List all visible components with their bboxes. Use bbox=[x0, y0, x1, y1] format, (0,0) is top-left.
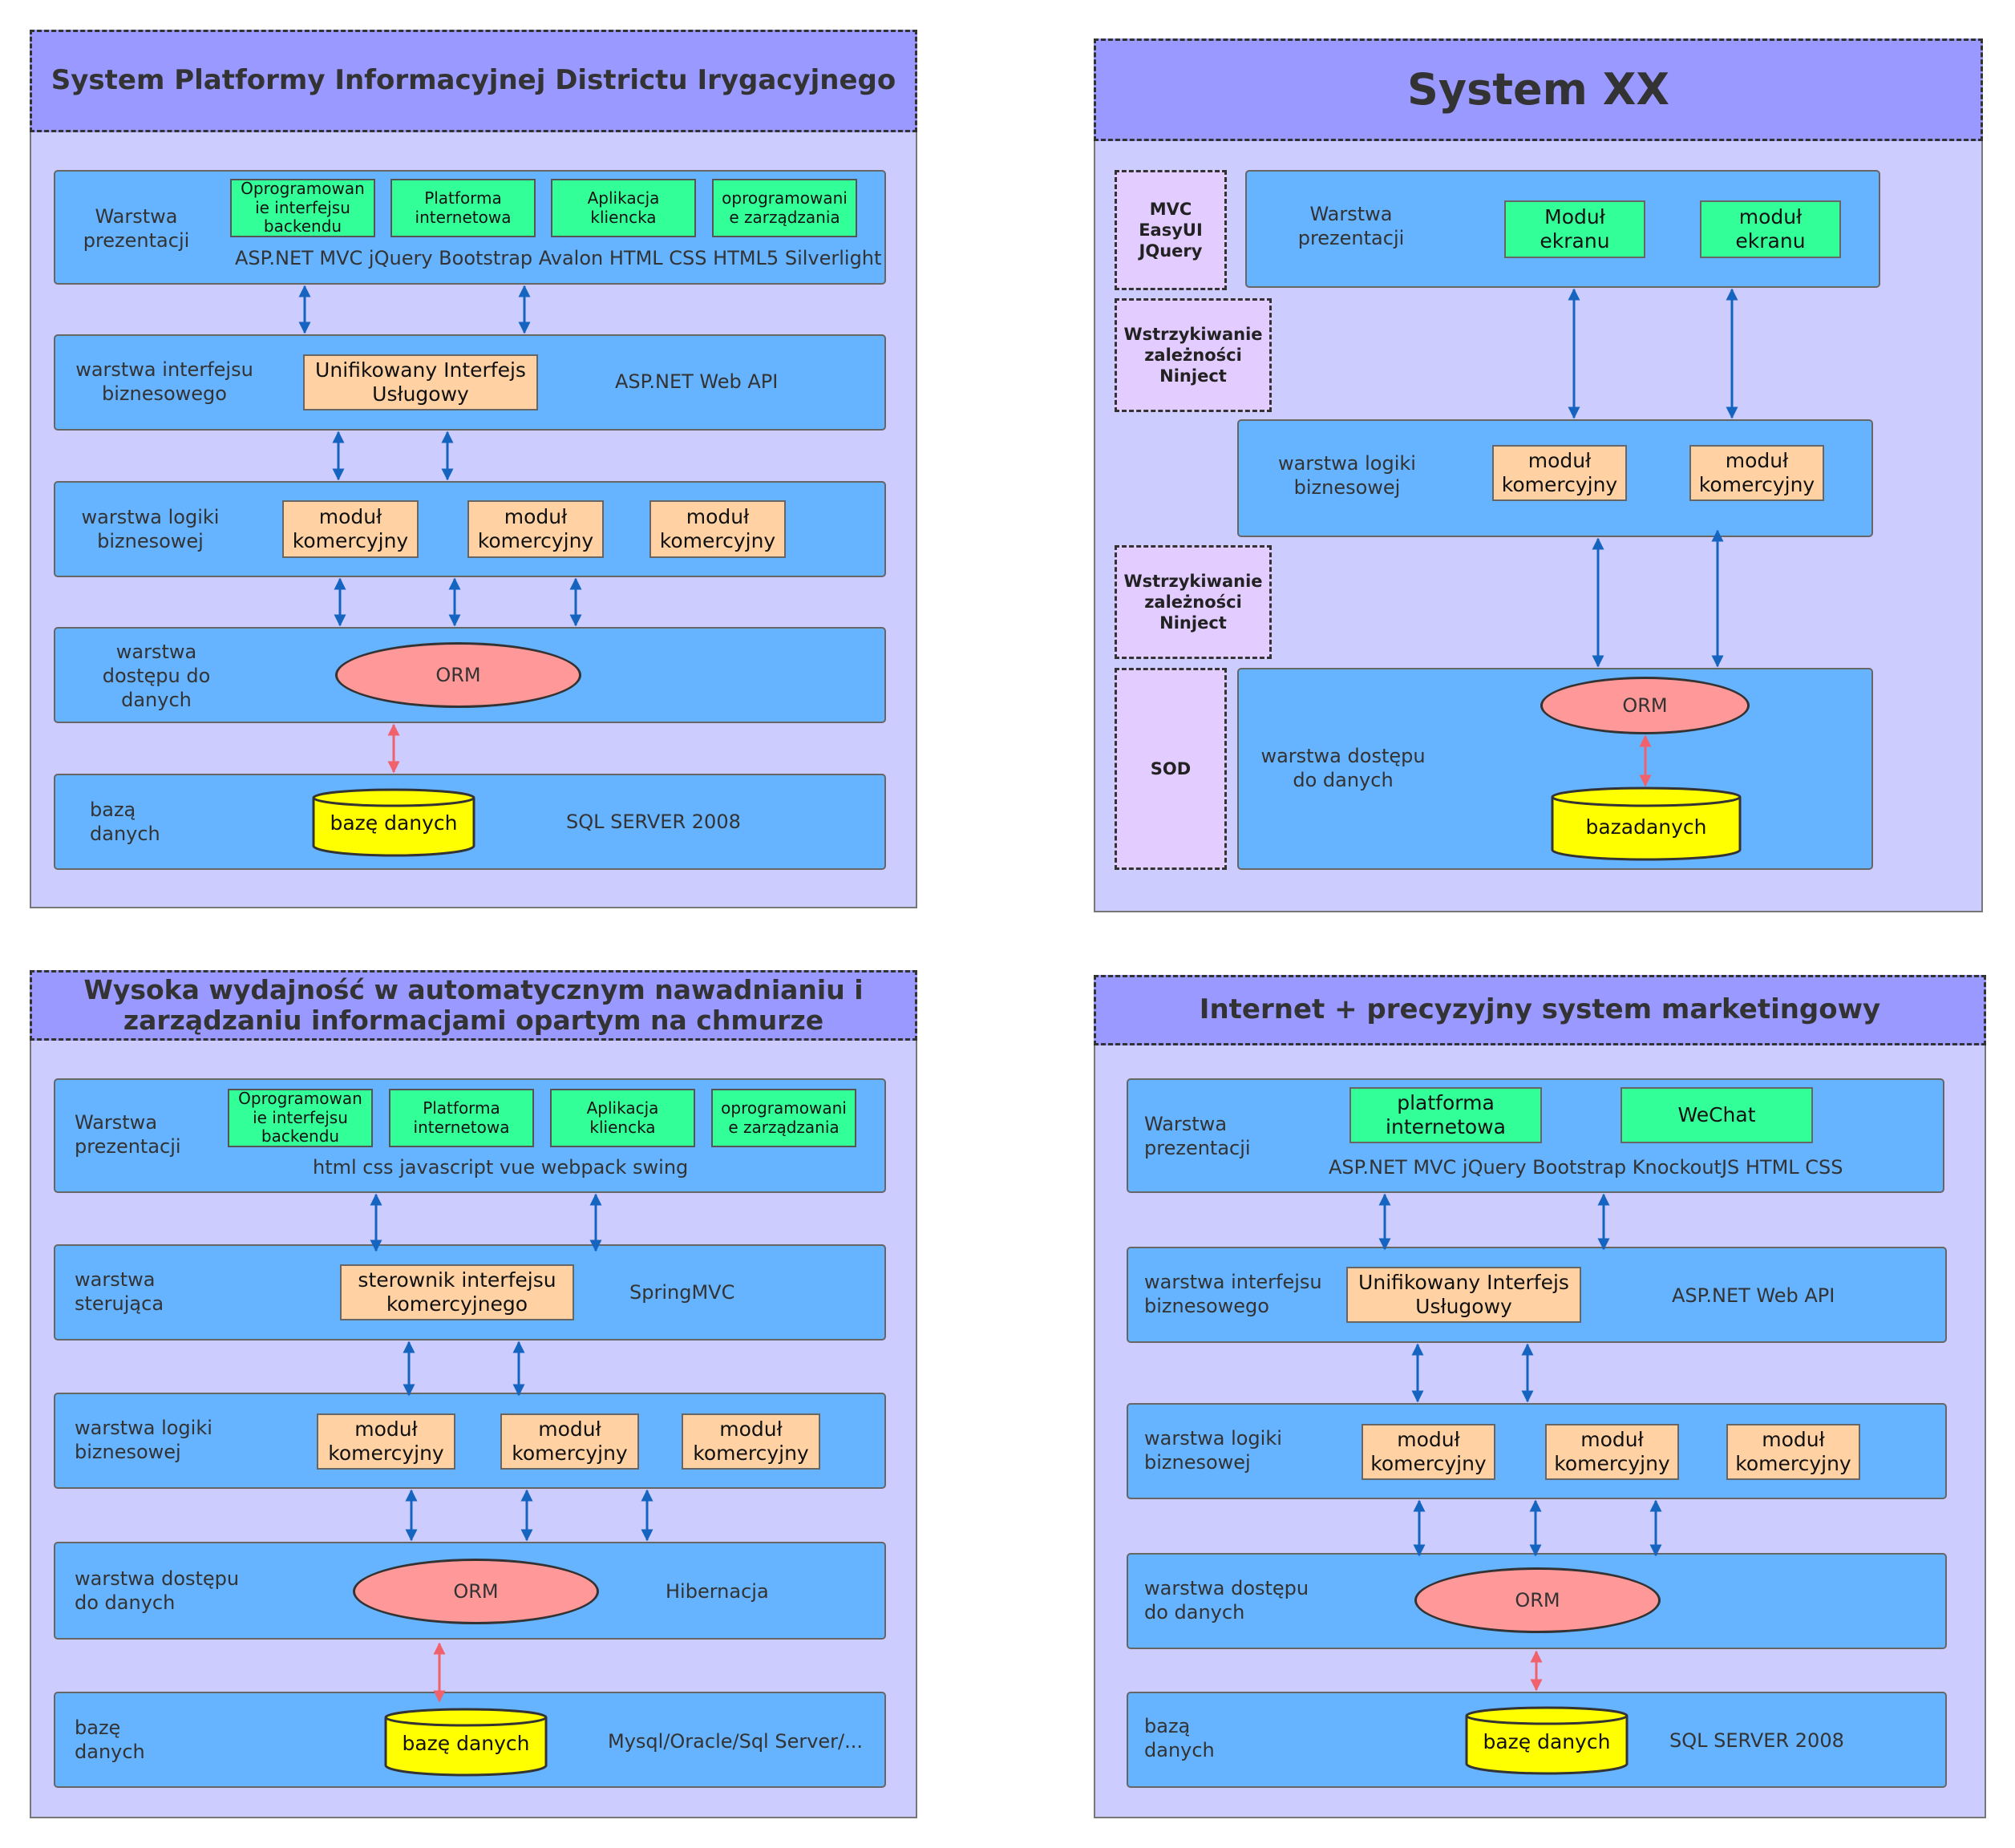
bl-app-backend: Oprogramowan ie interfejsu backendu bbox=[228, 1089, 373, 1147]
tr-side-mvc: MVC EasyUI JQuery bbox=[1115, 170, 1227, 290]
bl-data-tech: Hibernacja bbox=[666, 1580, 769, 1603]
tl-app-backend: Oprogramowan ie interfejsu backendu bbox=[230, 179, 375, 237]
tr-module-2: moduł komercyjny bbox=[1689, 445, 1824, 501]
tr-side-di-2: Wstrzykiwanie zależności Ninject bbox=[1115, 545, 1272, 659]
panel-tr-title: System XX bbox=[1094, 38, 1983, 141]
tr-screen-2: moduł ekranu bbox=[1700, 200, 1841, 258]
tl-app-web: Platforma internetowa bbox=[390, 179, 536, 237]
tl-module-3: moduł komercyjny bbox=[649, 500, 786, 558]
br-app-web: platforma internetowa bbox=[1349, 1087, 1542, 1143]
tl-interface-label: warstwa interfejsu biznesowego bbox=[75, 358, 253, 405]
br-interface-box: Unifikowany Interfejs Usługowy bbox=[1346, 1267, 1581, 1323]
bl-app-web: Platforma internetowa bbox=[389, 1089, 534, 1147]
tr-db-text: bazadanych bbox=[1585, 815, 1707, 839]
br-db-label: bazą danych bbox=[1144, 1715, 1215, 1761]
tr-logic-label: warstwa logiki biznesowej bbox=[1278, 452, 1416, 499]
bl-presentation-label: Warstwa prezentacji bbox=[75, 1111, 181, 1158]
tl-app-client: Aplikacja kliencka bbox=[551, 179, 696, 237]
panel-br-title: Internet + precyzyjny system marketingow… bbox=[1094, 975, 1986, 1045]
tr-presentation-label: Warstwa prezentacji bbox=[1297, 203, 1405, 249]
tr-database-cylinder bbox=[1551, 787, 1742, 861]
tl-interface-layer bbox=[54, 334, 886, 431]
br-db-text: bazę danych bbox=[1483, 1730, 1611, 1753]
br-app-wechat: WeChat bbox=[1620, 1087, 1813, 1143]
bl-db-tech: Mysql/Oracle/Sql Server/... bbox=[608, 1730, 864, 1753]
panel-tl-title: System Platformy Informacyjnej Districtu… bbox=[30, 30, 917, 132]
bl-app-client: Aplikacja kliencka bbox=[550, 1089, 695, 1147]
tl-orm: ORM bbox=[335, 642, 581, 708]
br-database-cylinder bbox=[1465, 1706, 1629, 1775]
bl-presentation-tech: html css javascript vue webpack swing bbox=[313, 1156, 689, 1179]
tl-db-text: bazę danych bbox=[330, 811, 458, 835]
bl-module-3: moduł komercyjny bbox=[682, 1413, 820, 1470]
br-presentation-label: Warstwa prezentacji bbox=[1144, 1113, 1251, 1159]
tl-module-2: moduł komercyjny bbox=[467, 500, 604, 558]
tr-data-label: warstwa dostępu do danych bbox=[1260, 745, 1426, 791]
br-interface-label: warstwa interfejsu biznesowego bbox=[1144, 1271, 1322, 1317]
bl-module-2: moduł komercyjny bbox=[500, 1413, 639, 1470]
bl-app-management: oprogramowani e zarządzania bbox=[711, 1089, 856, 1147]
tl-db-tech: SQL SERVER 2008 bbox=[566, 811, 741, 833]
bl-control-label: warstwa sterująca bbox=[75, 1268, 164, 1315]
bl-db-text: bazę danych bbox=[402, 1732, 530, 1755]
bl-control-box: sterownik interfejsu komercyjnego bbox=[340, 1264, 574, 1320]
tl-presentation-label: Warstwa prezentacji bbox=[83, 205, 190, 252]
tr-screen-1: Moduł ekranu bbox=[1504, 200, 1645, 258]
tr-orm: ORM bbox=[1540, 677, 1750, 734]
br-logic-label: warstwa logiki biznesowej bbox=[1144, 1427, 1282, 1474]
tl-logic-label: warstwa logiki biznesowej bbox=[81, 506, 220, 552]
bl-database-cylinder bbox=[384, 1708, 548, 1777]
tl-app-management: oprogramowani e zarządzania bbox=[712, 179, 857, 237]
br-interface-tech: ASP.NET Web API bbox=[1672, 1284, 1835, 1307]
tr-side-di-1: Wstrzykiwanie zależności Ninject bbox=[1115, 298, 1272, 412]
tr-side-sod: SOD bbox=[1115, 668, 1227, 870]
bl-module-1: moduł komercyjny bbox=[317, 1413, 455, 1470]
tl-data-label: warstwa dostępu do danych bbox=[102, 640, 211, 711]
tl-presentation-tech: ASP.NET MVC jQuery Bootstrap Avalon HTML… bbox=[235, 247, 882, 269]
tl-module-1: moduł komercyjny bbox=[282, 500, 419, 558]
bl-db-label: bazę danych bbox=[75, 1717, 145, 1763]
bl-logic-label: warstwa logiki biznesowej bbox=[75, 1417, 212, 1463]
tr-module-1: moduł komercyjny bbox=[1492, 445, 1627, 501]
panel-bl-title: Wysoka wydajność w automatycznym nawadni… bbox=[30, 970, 917, 1041]
br-data-label: warstwa dostępu do danych bbox=[1144, 1577, 1309, 1624]
br-presentation-tech: ASP.NET MVC jQuery Bootstrap KnockoutJS … bbox=[1329, 1156, 1843, 1179]
br-orm: ORM bbox=[1414, 1567, 1661, 1633]
tl-interface-tech: ASP.NET Web API bbox=[615, 370, 779, 393]
bl-control-tech: SpringMVC bbox=[629, 1281, 735, 1304]
br-module-2: moduł komercyjny bbox=[1545, 1424, 1679, 1480]
tl-database-cylinder bbox=[312, 788, 475, 857]
tl-db-label: bazą danych bbox=[90, 799, 160, 845]
br-module-3: moduł komercyjny bbox=[1726, 1424, 1860, 1480]
bl-orm: ORM bbox=[353, 1559, 599, 1624]
bl-data-label: warstwa dostępu do danych bbox=[75, 1567, 240, 1614]
tl-interface-box: Unifikowany Interfejs Usługowy bbox=[303, 354, 538, 410]
br-db-tech: SQL SERVER 2008 bbox=[1669, 1729, 1844, 1752]
br-module-1: moduł komercyjny bbox=[1362, 1424, 1495, 1480]
